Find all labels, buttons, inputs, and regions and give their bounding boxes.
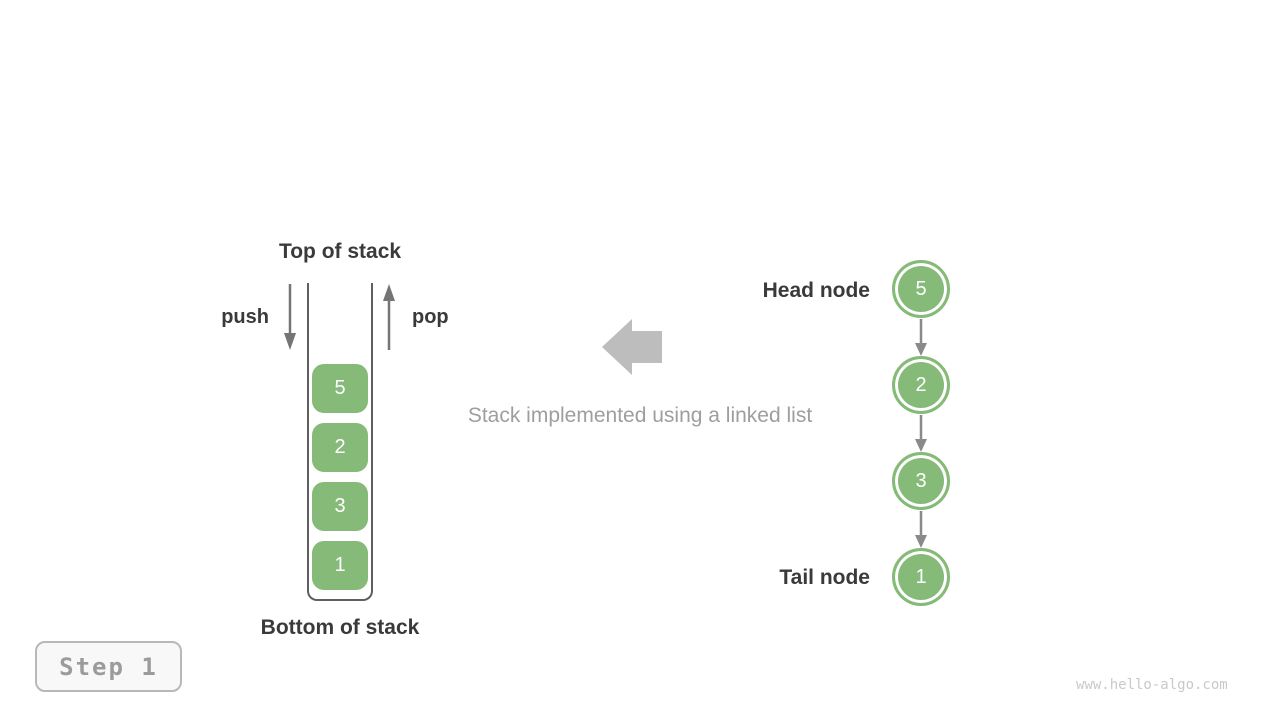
big-left-arrow-icon (602, 319, 662, 375)
link-arrow-down-icon (915, 319, 927, 356)
stack-bottom-label: Bottom of stack (260, 616, 420, 639)
pop-arrow-up-icon (383, 284, 395, 350)
stack-item-value: 3 (334, 495, 346, 517)
list-node-value: 2 (915, 373, 927, 396)
watermark-text: www.hello-algo.com (1076, 677, 1228, 693)
list-node-value: 5 (915, 277, 927, 300)
list-node: 5 (892, 260, 950, 318)
stack-top-label: Top of stack (278, 240, 402, 263)
stack-item: 5 (312, 364, 368, 413)
stack-container (307, 283, 373, 601)
stack-item-value: 5 (334, 377, 346, 399)
tail-node-label: Tail node (779, 566, 870, 589)
list-node: 3 (892, 452, 950, 510)
figure-caption: Stack implemented using a linked list (467, 404, 813, 427)
list-node: 1 (892, 548, 950, 606)
link-arrow-down-icon (915, 415, 927, 452)
list-node-value: 3 (915, 469, 927, 492)
stack-item-value: 2 (334, 436, 346, 458)
step-button[interactable]: Step 1 (35, 641, 182, 692)
push-arrow-down-icon (284, 284, 296, 350)
link-arrow-down-icon (915, 511, 927, 548)
head-node-label: Head node (762, 279, 870, 302)
list-node-value: 1 (915, 565, 927, 588)
step-button-label: Step 1 (59, 652, 158, 681)
push-label: push (221, 306, 269, 328)
stack-item: 2 (312, 423, 368, 472)
stack-item: 1 (312, 541, 368, 590)
pop-label: pop (412, 306, 449, 328)
list-node: 2 (892, 356, 950, 414)
stack-item: 3 (312, 482, 368, 531)
stack-item-value: 1 (334, 554, 346, 576)
